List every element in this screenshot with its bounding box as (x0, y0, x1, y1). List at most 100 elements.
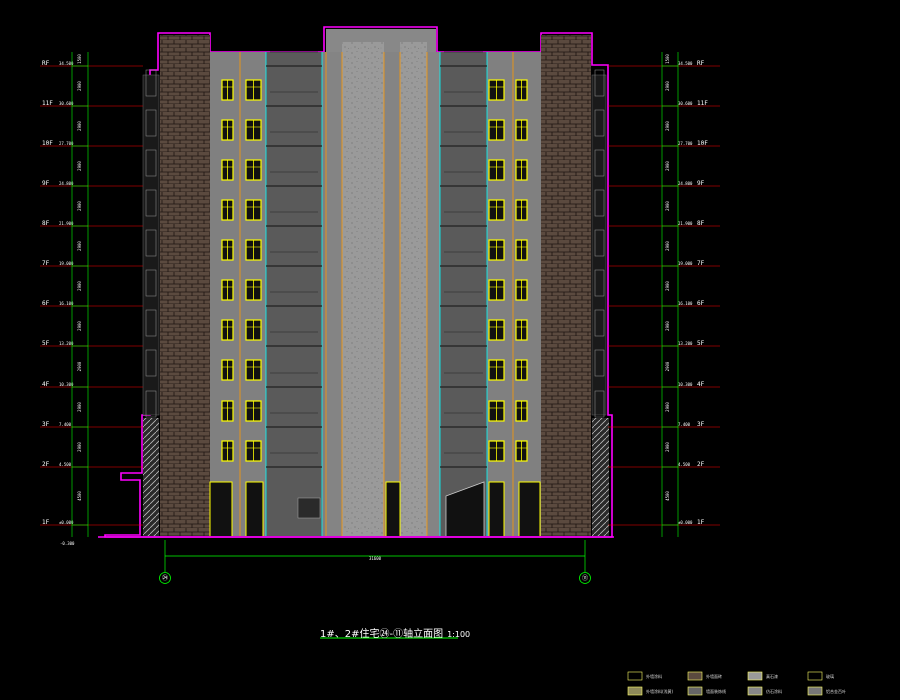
side-window-right (594, 149, 605, 177)
legend-swatch (747, 671, 763, 681)
window-left-double (245, 119, 262, 141)
level-label-left: 9F (42, 180, 50, 187)
side-window-left (145, 309, 157, 337)
side-strip-right (591, 74, 607, 416)
elevation-label-right: 7.400 (678, 422, 691, 427)
window-left-small (221, 319, 234, 341)
window-right-double (488, 199, 505, 221)
window-left-double (245, 79, 262, 101)
level-label-left: 4F (42, 381, 50, 388)
dim-label-left: 2900 (77, 81, 82, 91)
window-right-small (515, 400, 528, 422)
window-left-small (221, 359, 234, 381)
elevation-label-right: ±0.000 (678, 520, 693, 525)
side-window-right (594, 229, 605, 257)
level-label-left: 2F (42, 461, 50, 468)
window-left-double (245, 159, 262, 181)
elevation-label-left: 34.500 (59, 61, 74, 66)
dim-label-left: 2900 (77, 442, 82, 452)
window-right-small (515, 199, 528, 221)
level-label-right: 1F (697, 519, 705, 526)
ground-elevation-label: -0.300 (60, 541, 75, 546)
dim-label-right: 4500 (665, 491, 670, 501)
grid-axis-right-bubble (579, 572, 591, 584)
level-label-left: 7F (42, 260, 50, 267)
side-window-right (594, 349, 605, 377)
elevation-label-right: 4.500 (678, 462, 691, 467)
elevation-label-left: 13.200 (59, 341, 74, 346)
level-label-left: 8F (42, 220, 50, 227)
elevation-label-right: 10.300 (678, 382, 693, 387)
window-left-small (221, 440, 234, 462)
dim-label-right: 2900 (665, 281, 670, 291)
drawing-scale: 1:100 (447, 630, 471, 639)
brick-column-right (541, 35, 591, 536)
window-right-double (488, 440, 505, 462)
level-label-left: 1F (42, 519, 50, 526)
elevation-label-left: 24.800 (59, 181, 74, 186)
window-left-small (221, 239, 234, 261)
elevation-label-left: 19.000 (59, 261, 74, 266)
level-label-right: 6F (697, 300, 705, 307)
side-window-right (594, 390, 605, 418)
legend-label: 玻璃 (826, 673, 834, 679)
ground-door-right-2 (518, 481, 541, 536)
side-window-left (145, 390, 157, 418)
dim-label-left: 2900 (77, 201, 82, 211)
window-right-double (488, 119, 505, 141)
legend-swatch (687, 671, 703, 681)
side-window-left (145, 109, 157, 137)
window-right-double (488, 279, 505, 301)
side-window-left (145, 149, 157, 177)
window-right-double (488, 400, 505, 422)
base-hatch-left (143, 418, 159, 536)
dim-label-left: 2900 (77, 361, 82, 371)
side-strip-left (142, 74, 160, 416)
window-right-small (515, 319, 528, 341)
dim-label-left: 4500 (77, 491, 82, 501)
level-label-right: 2F (697, 461, 705, 468)
side-window-right (594, 189, 605, 217)
window-left-small (221, 279, 234, 301)
level-label-left: RF (42, 60, 50, 67)
legend-swatch (627, 686, 643, 696)
level-label-left: 5F (42, 340, 50, 347)
elevation-label-left: ±0.000 (59, 520, 74, 525)
window-left-small (221, 400, 234, 422)
elevation-label-right: 30.600 (678, 101, 693, 106)
ground-door-left-1 (209, 481, 233, 536)
elevation-label-right: 16.100 (678, 301, 693, 306)
window-left-double (245, 440, 262, 462)
level-label-right: RF (697, 60, 705, 67)
window-left-double (245, 239, 262, 261)
window-right-small (515, 159, 528, 181)
elevation-label-left: 10.300 (59, 382, 74, 387)
window-left-small (221, 199, 234, 221)
window-right-double (488, 239, 505, 261)
elevation-label-right: 34.500 (678, 61, 693, 66)
grid-axis-left-label: ㉔ (162, 574, 168, 582)
level-label-right: 3F (697, 421, 705, 428)
core-band-left (326, 52, 342, 536)
elevation-label-left: 27.700 (59, 141, 74, 146)
dim-label-right: 2900 (665, 321, 670, 331)
side-window-right (594, 109, 605, 137)
level-label-right: 4F (697, 381, 705, 388)
level-label-left: 10F (42, 140, 53, 147)
level-label-right: 10F (697, 140, 708, 147)
legend-label: 外墙面砖 (706, 673, 722, 679)
ground-vent (297, 497, 321, 519)
elevation-label-left: 30.600 (59, 101, 74, 106)
legend-swatch (807, 671, 823, 681)
core-band-right (427, 52, 440, 536)
window-right-small (515, 359, 528, 381)
ground-canopy-right (445, 481, 485, 536)
side-window-right (594, 269, 605, 297)
window-left-double (245, 400, 262, 422)
dim-label-left: 2900 (77, 281, 82, 291)
legend-swatch (807, 686, 823, 696)
legend-label: 外墙涂料(浅黄) (646, 688, 674, 694)
dim-label-left: 2900 (77, 161, 82, 171)
legend-label: 仿石涂料 (766, 688, 782, 694)
window-left-double (245, 199, 262, 221)
